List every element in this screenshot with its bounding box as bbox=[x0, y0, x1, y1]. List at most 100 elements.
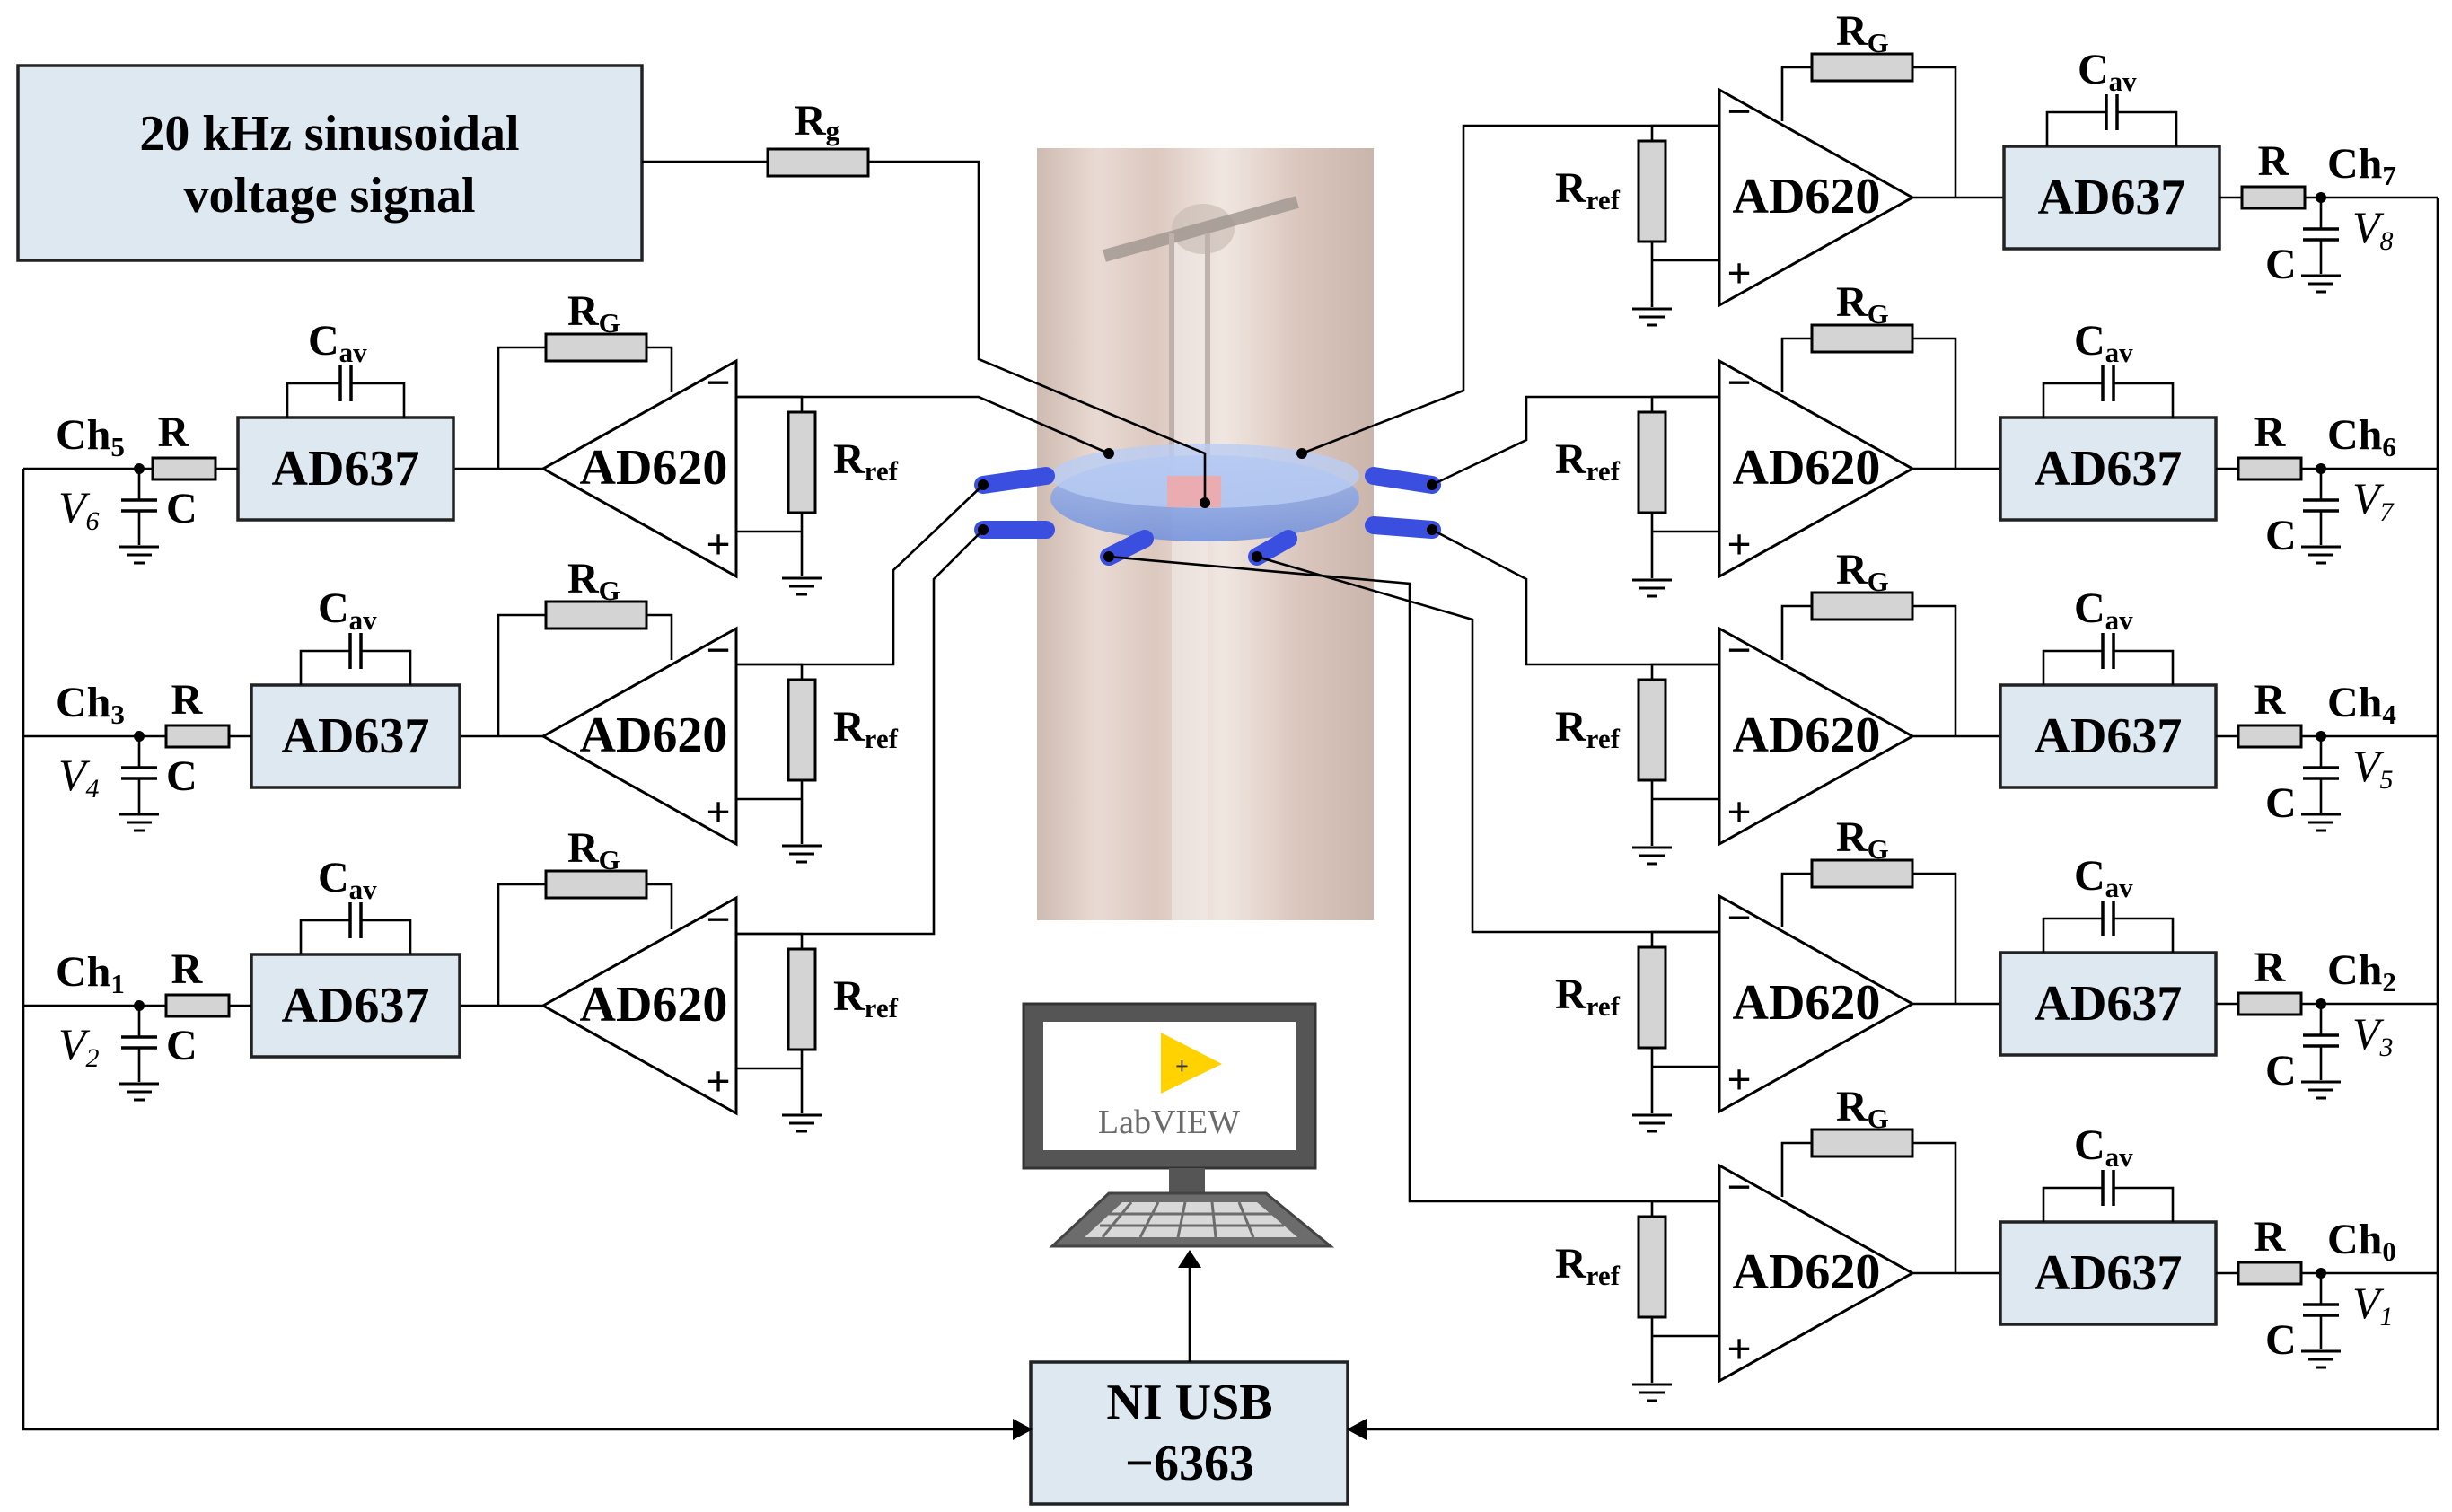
plus-sign: + bbox=[706, 1058, 730, 1105]
ref-resistor-label: Rref bbox=[833, 972, 899, 1024]
filter-capacitor bbox=[2303, 227, 2339, 242]
avg-capacitor bbox=[2101, 901, 2115, 936]
filter-resistor-label: R bbox=[2254, 1213, 2287, 1261]
filter-capacitor bbox=[121, 766, 157, 780]
wire bbox=[646, 613, 673, 660]
ref-resistor bbox=[787, 678, 817, 782]
ad637-label: AD637 bbox=[2035, 708, 2183, 764]
minus-sign: − bbox=[706, 359, 730, 407]
wire bbox=[1650, 124, 1719, 141]
ad620-label: AD620 bbox=[1733, 440, 1881, 496]
daq-box: NI USB −6363 bbox=[1029, 1360, 1349, 1506]
avg-cap-label: Cav bbox=[318, 854, 377, 905]
wire bbox=[1650, 1200, 1719, 1217]
ad637-label: AD637 bbox=[282, 978, 430, 1033]
filter-cap-label: C bbox=[166, 485, 198, 532]
wire bbox=[2114, 649, 2175, 685]
filter-capacitor bbox=[121, 1035, 157, 1050]
wire bbox=[736, 663, 804, 680]
junction-dot bbox=[1103, 551, 1114, 562]
voltage-label: V8 bbox=[2352, 202, 2394, 256]
wire bbox=[2042, 1186, 2103, 1222]
ad620-amplifier bbox=[540, 626, 738, 847]
voltage-label: V5 bbox=[2352, 741, 2394, 795]
plus-sign: + bbox=[1727, 521, 1751, 568]
avg-cap-label: Cav bbox=[2074, 585, 2133, 636]
filter-cap-label: C bbox=[2265, 241, 2297, 288]
ref-resistor bbox=[1637, 1215, 1667, 1319]
voltage-label: V6 bbox=[58, 482, 100, 536]
filter-resistor bbox=[164, 724, 231, 749]
ref-resistor-label: Rref bbox=[1555, 1240, 1621, 1291]
wire bbox=[497, 346, 546, 469]
ground-symbol bbox=[2301, 274, 2341, 294]
filter-resistor bbox=[2237, 724, 2303, 749]
channel-label: Ch6 bbox=[2327, 411, 2396, 462]
gain-resistor-label: RG bbox=[1836, 1083, 1889, 1134]
wire bbox=[736, 484, 984, 666]
ad637-label: AD637 bbox=[272, 441, 420, 497]
filter-resistor bbox=[164, 993, 231, 1018]
wire bbox=[1650, 663, 1719, 680]
junction-dot bbox=[1296, 448, 1307, 459]
ad637-label: AD637 bbox=[282, 708, 430, 764]
wire bbox=[1780, 337, 1812, 392]
arrow-right-bus bbox=[1347, 1419, 1367, 1440]
filter-cap-label: C bbox=[2265, 779, 2297, 827]
ad620-label: AD620 bbox=[1733, 169, 1881, 224]
wire bbox=[2042, 917, 2103, 953]
gain-resistor-label: RG bbox=[1836, 7, 1889, 58]
electrode-pin bbox=[974, 467, 1055, 494]
ground-symbol bbox=[1632, 578, 1672, 598]
signal-source: 20 kHz sinusoidal voltage signal bbox=[16, 64, 644, 262]
ground-symbol bbox=[119, 545, 159, 565]
wire bbox=[1912, 66, 1957, 198]
plus-sign: + bbox=[1727, 788, 1751, 836]
filter-capacitor bbox=[2303, 498, 2339, 513]
wire bbox=[2045, 110, 2106, 146]
ground-symbol bbox=[2301, 1080, 2341, 1100]
filter-resistor-label: R bbox=[2254, 676, 2287, 724]
channel-label: Ch2 bbox=[2327, 946, 2396, 998]
wire bbox=[736, 932, 804, 949]
ref-resistor-label: Rref bbox=[1555, 971, 1621, 1022]
ref-resistor bbox=[1637, 139, 1667, 243]
rg-label: Rg bbox=[795, 97, 840, 146]
minus-sign: − bbox=[706, 627, 730, 674]
ground-symbol bbox=[2301, 813, 2341, 832]
channel-label: Ch4 bbox=[2327, 679, 2396, 730]
filter-resistor-label: R bbox=[158, 409, 190, 456]
ad637-box bbox=[1999, 1220, 2218, 1326]
plus-sign: + bbox=[1727, 250, 1751, 297]
wire bbox=[1108, 555, 1719, 1203]
filter-resistor bbox=[2237, 1261, 2303, 1286]
wire bbox=[736, 529, 984, 936]
wire bbox=[361, 919, 412, 954]
filter-resistor bbox=[2240, 185, 2307, 210]
plus-sign: + bbox=[1727, 1325, 1751, 1373]
ground-symbol bbox=[782, 576, 822, 596]
ground-symbol bbox=[782, 844, 822, 864]
gain-resistor-label: RG bbox=[1836, 546, 1889, 597]
filter-cap-label: C bbox=[166, 1022, 198, 1069]
electrode-pin bbox=[1248, 530, 1297, 566]
wire bbox=[1780, 872, 1812, 927]
filter-resistor-label: R bbox=[171, 676, 204, 724]
ad620-label: AD620 bbox=[580, 977, 728, 1033]
avg-capacitor bbox=[338, 365, 353, 401]
voltage-label: V7 bbox=[2352, 473, 2395, 527]
wire bbox=[1912, 1141, 1957, 1273]
ref-resistor bbox=[1637, 410, 1667, 514]
filter-cap-label: C bbox=[2265, 1316, 2297, 1364]
avg-capacitor bbox=[2101, 633, 2115, 669]
ad620-label: AD620 bbox=[580, 708, 728, 763]
avg-capacitor bbox=[348, 902, 363, 938]
wire bbox=[646, 346, 673, 392]
ad620-amplifier bbox=[1718, 893, 1916, 1114]
filter-cap-label: C bbox=[166, 752, 198, 800]
ref-resistor-label: Rref bbox=[1555, 164, 1621, 215]
filter-capacitor bbox=[2303, 1303, 2339, 1317]
ad620-label: AD620 bbox=[1733, 708, 1881, 763]
